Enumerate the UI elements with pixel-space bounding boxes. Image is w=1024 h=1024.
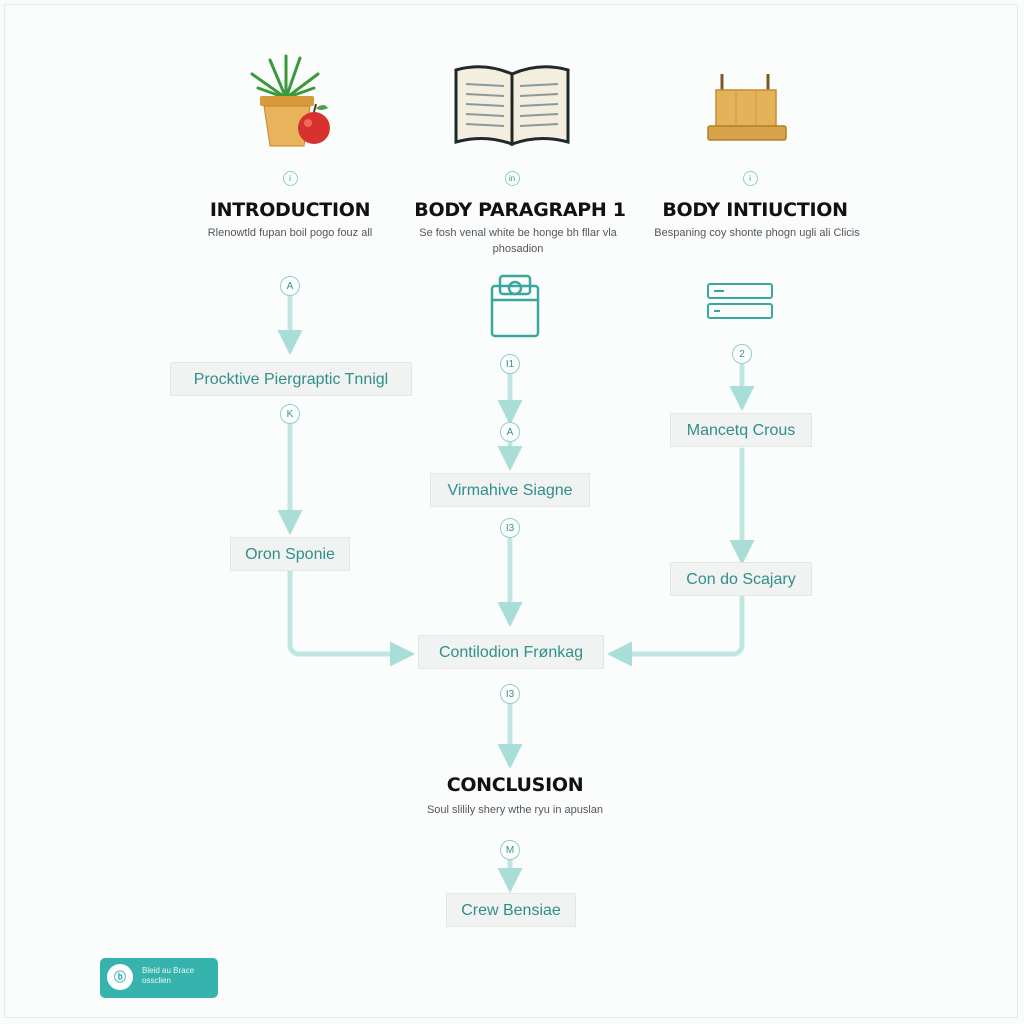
step-dot-conclusion: M [500, 840, 520, 860]
connector-left-to-merge [287, 567, 415, 667]
heading-body-paragraph-1: BODY PARAGRAPH 1 [414, 199, 626, 221]
wooden-box-icon [707, 74, 787, 141]
camera-icon [490, 274, 540, 338]
node-right-2: Con do Scajary [670, 562, 812, 596]
plant-apple-icon [250, 54, 330, 147]
step-dot-introduction: i [282, 170, 298, 186]
step-dot-mid-4: I3 [500, 684, 520, 704]
subtext-conclusion: Soul slilily shery wthe ryu in apuslan [426, 804, 604, 816]
brand-badge-line-2: ossclien [142, 976, 171, 985]
open-book-icon [454, 65, 570, 147]
brand-badge-line-1: Bleid au Brace [142, 966, 195, 975]
node-conclusion: Crew Bensiae [446, 893, 576, 927]
node-left-1: Procktive Piergraptic Tnnigl [170, 362, 412, 396]
subtext-introduction: Rlenowtld fupan boil pogo fouz all [207, 227, 373, 239]
node-merge: Contilodion Frønkag [418, 635, 604, 669]
step-dot-right-1: 2 [732, 344, 752, 364]
step-dot-mid-1: I1 [500, 354, 520, 374]
brand-badge: ⓑ Bleid au Brace ossclien [100, 958, 218, 998]
step-dot-body-intiuction: i [742, 170, 758, 186]
node-left-2: Oron Sponie [230, 537, 350, 571]
node-mid-1: Virmahive Siagne [430, 473, 590, 507]
subtext-body-intiuction: Bespaning coy shonte phogn ugli ali Clic… [654, 227, 860, 239]
step-dot-mid-3: I3 [500, 518, 520, 538]
step-dot-body-paragraph-1: in [504, 170, 520, 186]
heading-introduction: INTRODUCTION [209, 199, 371, 221]
step-dot-mid-2: A [500, 422, 520, 442]
connector-right-to-merge [607, 595, 745, 667]
node-right-1: Mancetq Crous [670, 413, 812, 447]
subtext-body-paragraph-1: Se fosh venal white be honge bh fllar vl… [419, 227, 617, 255]
step-dot-left-2: K [280, 404, 300, 424]
brand-badge-text: Bleid au Brace ossclien [142, 966, 194, 986]
step-dot-left-1: A [280, 276, 300, 296]
heading-conclusion: CONCLUSION [446, 774, 584, 796]
server-list-icon [707, 283, 773, 319]
heading-body-intiuction: BODY INTIUCTION [662, 199, 848, 221]
brand-logo-icon: ⓑ [107, 964, 133, 990]
